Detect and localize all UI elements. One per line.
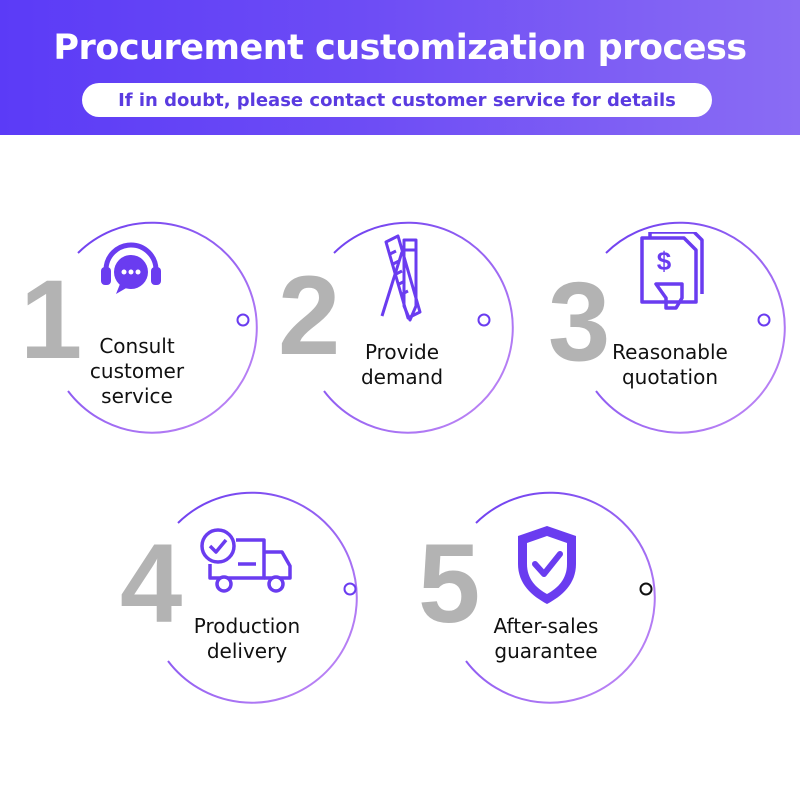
step-5: 5 After-sales guarantee <box>418 482 668 712</box>
step-label: Provide demand <box>360 340 444 389</box>
step-ring <box>465 491 656 704</box>
step-label: Consult customer service <box>89 334 185 408</box>
step-number: 4 <box>120 521 183 646</box>
headset-chat-icon <box>101 242 161 294</box>
price-document-icon: $ <box>640 232 704 310</box>
step-4: 4 Production delivery <box>120 482 370 712</box>
step-number: 5 <box>418 521 481 646</box>
step-ring <box>323 221 514 434</box>
step-label: After-sales guarantee <box>493 614 599 663</box>
step-3: 3 $ Reasonable quotation <box>548 212 798 442</box>
step-ring <box>595 221 786 434</box>
pencil-ruler-icon <box>380 234 422 322</box>
step-number: 3 <box>548 259 611 384</box>
step-number: 2 <box>278 253 341 378</box>
delivery-truck-icon <box>200 528 292 593</box>
step-label: Production delivery <box>193 614 301 663</box>
step-number: 1 <box>20 257 83 382</box>
svg-text:$: $ <box>657 246 672 276</box>
page-title: Procurement customization process <box>53 28 747 68</box>
step-ring <box>167 491 358 704</box>
step-ring <box>67 221 258 434</box>
header-banner: Procurement customization process If in … <box>0 0 800 135</box>
step-label: Reasonable quotation <box>612 340 728 389</box>
subtitle-pill: If in doubt, please contact customer ser… <box>82 83 712 117</box>
shield-check-icon <box>518 526 576 604</box>
step-2: 2 Provide demand <box>276 212 526 442</box>
step-1: 1 Consult customer service <box>20 212 270 442</box>
